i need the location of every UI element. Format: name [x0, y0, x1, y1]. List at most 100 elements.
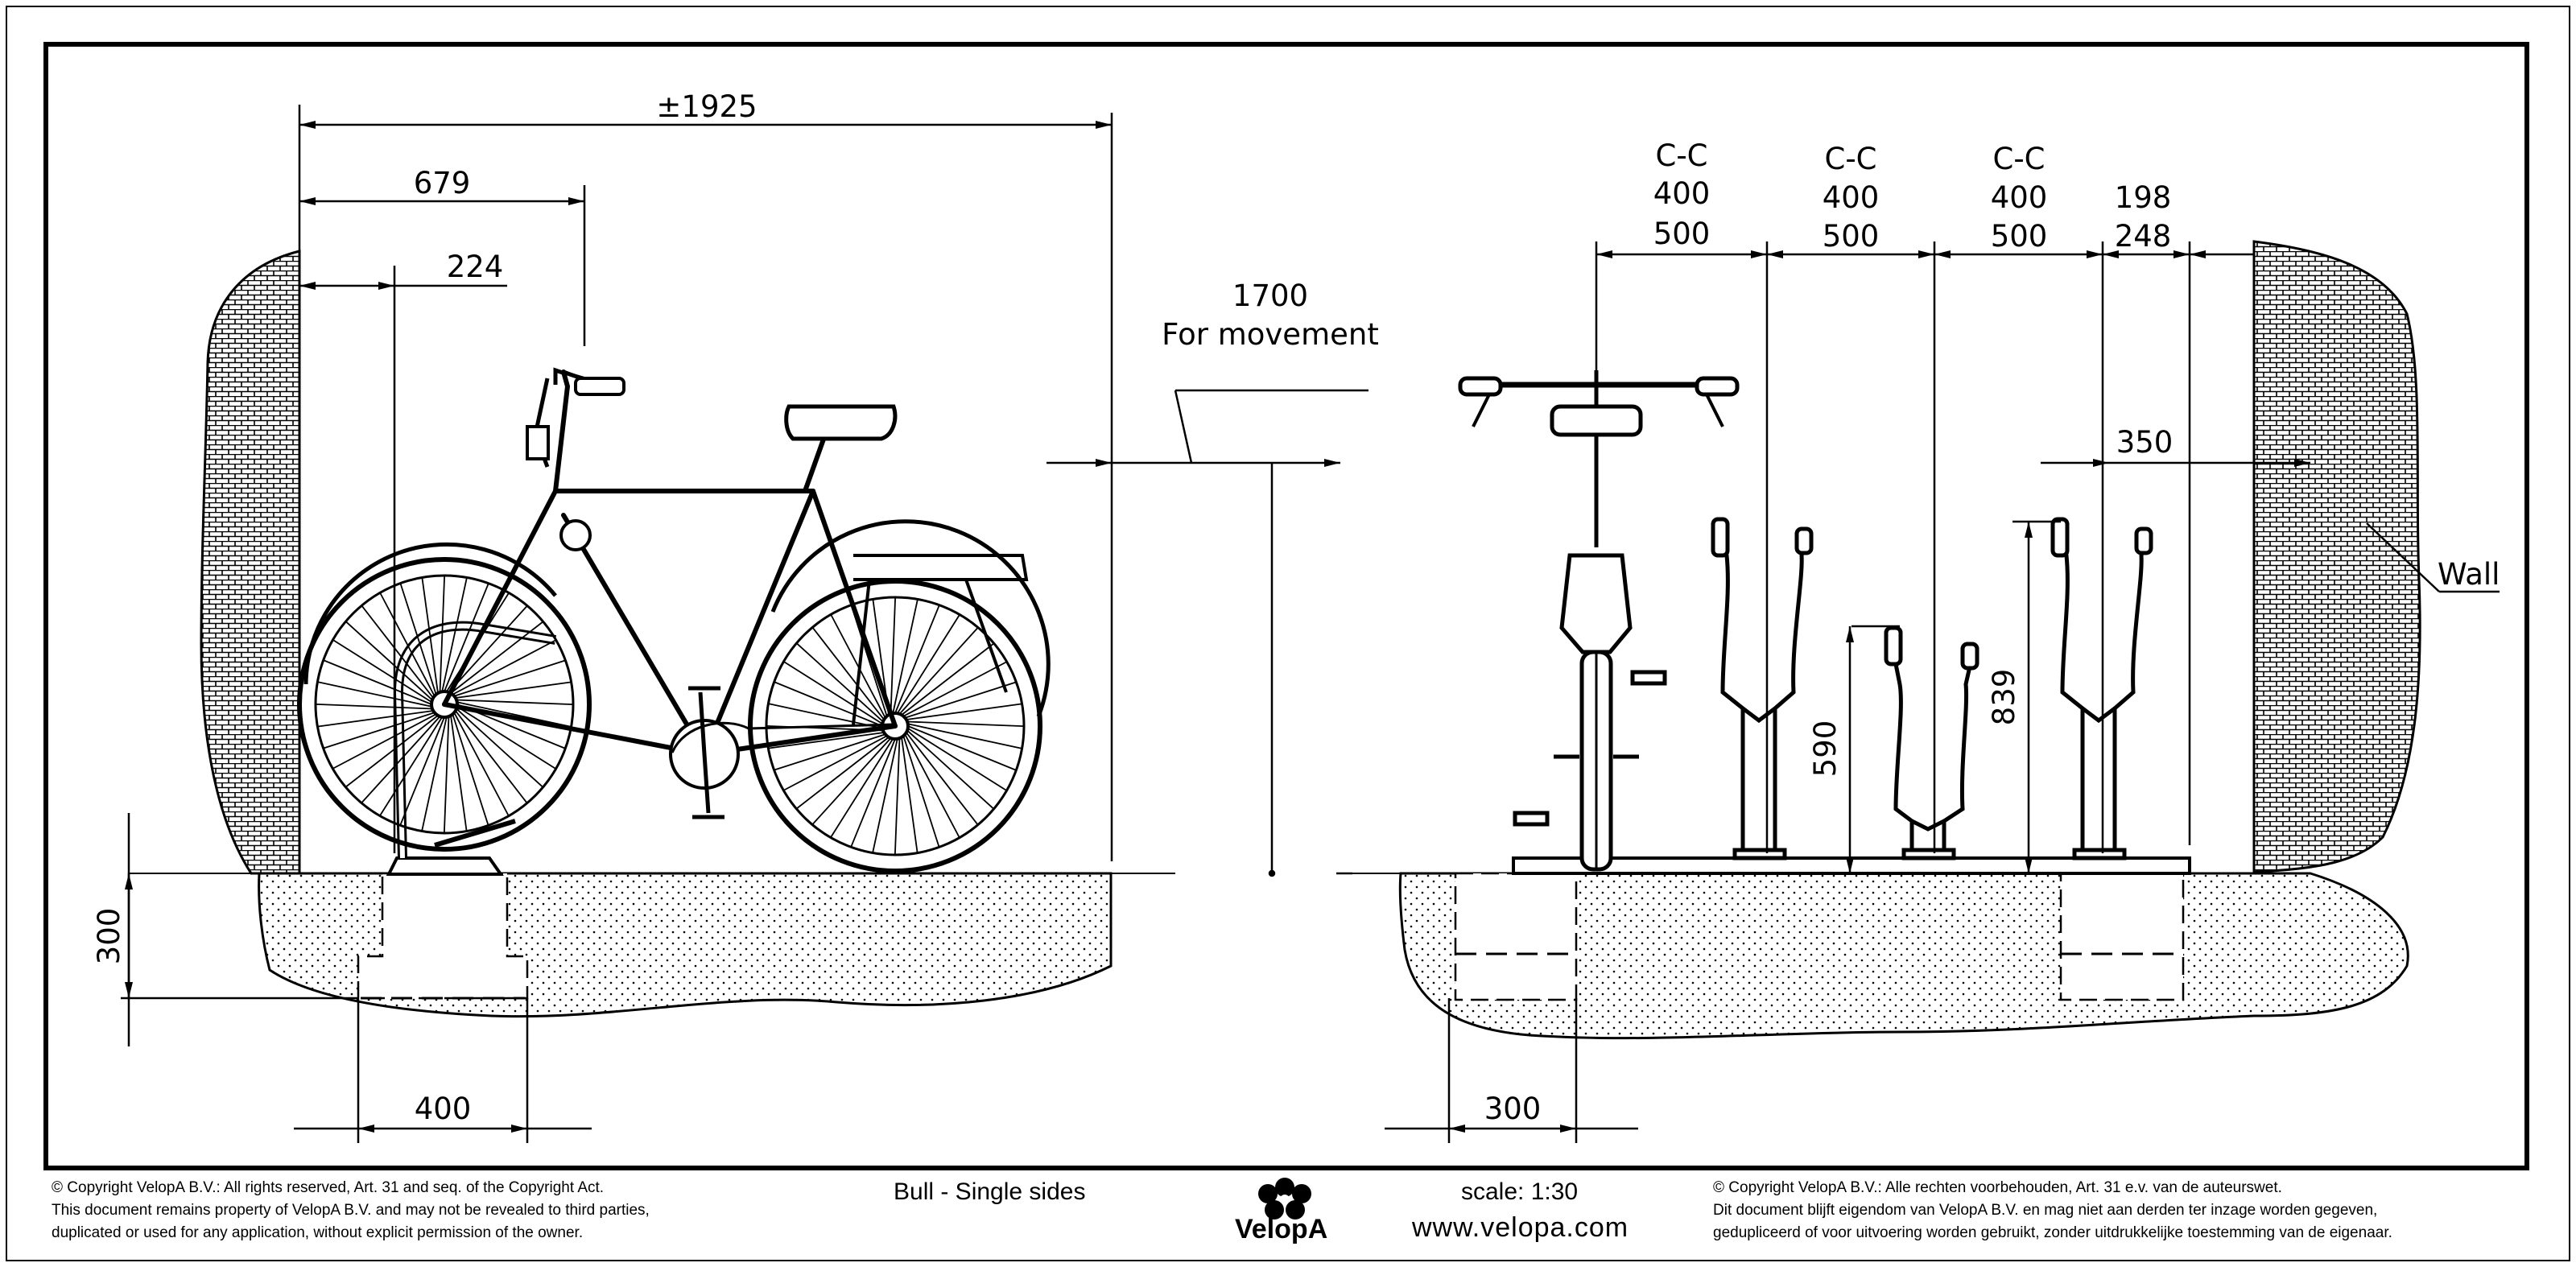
- wall-label: Wall: [2438, 557, 2500, 592]
- foundation-left: [357, 872, 529, 1000]
- wheel-spoke: [902, 735, 940, 848]
- wheel-spoke: [906, 732, 979, 826]
- dim-cc-label-3: C-C: [1992, 142, 2045, 176]
- wheel-spoke: [901, 737, 919, 853]
- wheel-spoke: [379, 716, 443, 816]
- dim-cc-min-2: 400: [1823, 180, 1880, 215]
- copyright-english: © Copyright VelopA B.V.: All rights rese…: [52, 1177, 824, 1244]
- wheel-spoke: [907, 720, 1025, 728]
- wheel-spoke: [890, 596, 897, 714]
- wheel-spoke: [317, 681, 432, 708]
- dim-cc-min-1: 400: [1653, 176, 1711, 211]
- wheel-spoke: [907, 728, 1007, 791]
- product-name: Bull - Single sides: [894, 1178, 1086, 1205]
- wheel-spoke: [452, 713, 489, 826]
- velopa-logo-mark: [1258, 1178, 1311, 1220]
- dim-movement-label: For movement: [1162, 317, 1379, 352]
- wheel-spoke: [315, 703, 432, 710]
- wheel-spoke: [439, 575, 446, 692]
- wheel-spoke: [421, 577, 439, 694]
- wheel-spoke: [456, 706, 556, 770]
- wheel-spoke: [892, 599, 919, 714]
- wheel-spoke: [455, 710, 528, 804]
- holder-high-2: [2050, 517, 2153, 860]
- wheel-spoke: [443, 716, 450, 834]
- wheel-spoke: [782, 735, 888, 791]
- copyright-en-line-3: duplicated or used for any application, …: [52, 1224, 584, 1241]
- wheel-spoke: [897, 614, 960, 714]
- wheel-spoke: [768, 732, 885, 749]
- wheel-spoke: [455, 681, 572, 699]
- wheel-spoke: [361, 605, 434, 699]
- dim-low-holder-height: 590: [1808, 720, 1843, 778]
- dim-wall-clearance: 350: [2116, 425, 2174, 460]
- dim-cc-max-1: 500: [1653, 217, 1711, 251]
- dim-overall-length: ±1925: [656, 89, 757, 124]
- rack-base-side: [386, 856, 504, 876]
- wheel-spoke: [450, 715, 468, 832]
- wheel-spoke: [901, 642, 995, 716]
- wall-right: [2252, 240, 2421, 873]
- foundation-right-2: [2059, 872, 2185, 1001]
- wall-left: [200, 250, 301, 875]
- wheel-spoke: [907, 725, 1017, 771]
- wheel-spoke: [906, 729, 995, 810]
- side-view: ±1925 679 224 1700 For movement 300 400: [92, 89, 1379, 1143]
- dim-lines-front: [1385, 241, 2500, 1143]
- front-fender: [770, 519, 1051, 717]
- wheel-spoke: [904, 681, 1017, 719]
- dim-wall-to-handlebar: 679: [414, 166, 471, 200]
- wheel-spoke: [345, 621, 433, 701]
- wheel-spoke: [830, 738, 894, 838]
- wheel-spoke: [811, 626, 885, 720]
- dim-foundation-width-front: 300: [1484, 1092, 1542, 1126]
- wheel-spoke: [902, 661, 1008, 717]
- dim-end-min: 198: [2115, 180, 2172, 215]
- dim-end-max: 248: [2115, 219, 2172, 254]
- wheel-spoke: [453, 659, 566, 697]
- wheel-spoke: [850, 738, 896, 848]
- holder-low: [1884, 625, 1979, 860]
- wheel-spoke: [448, 605, 528, 693]
- wheel-spoke: [345, 715, 439, 788]
- dim-cc-min-3: 400: [1991, 180, 2048, 215]
- saddle: [784, 404, 898, 441]
- rear-wheel: [297, 557, 592, 852]
- rack-clamp: [434, 819, 516, 848]
- frame-lock: [559, 519, 592, 551]
- wheel-spoke: [323, 659, 432, 705]
- wheel-spoke: [906, 703, 1022, 720]
- rack-base-rail: [1512, 856, 2191, 875]
- front-wheel: [748, 579, 1042, 873]
- wheel-spoke: [795, 642, 884, 723]
- wheel-spoke: [323, 712, 436, 749]
- dim-movement-value: 1700: [1232, 279, 1308, 313]
- drawing-scale: scale: 1:30: [1461, 1178, 1579, 1205]
- movement-dimension: [1268, 459, 1352, 877]
- copyright-nl-line-2: Dit document blijft eigendom van VelopA …: [1713, 1202, 2378, 1219]
- dim-foundation-width-side: 400: [415, 1092, 472, 1126]
- handle-grip: [574, 377, 625, 396]
- wheel-spoke: [399, 716, 445, 826]
- holder-high-1: [1711, 517, 1814, 860]
- wheel-spoke: [783, 661, 883, 724]
- wheel-spoke: [456, 699, 574, 706]
- dim-wall-to-rack: 224: [447, 250, 504, 284]
- wheel-spoke: [894, 605, 940, 714]
- wheel-spoke: [421, 716, 448, 832]
- crank: [688, 686, 724, 819]
- wheel-spoke: [774, 733, 886, 771]
- wheel-spoke: [872, 738, 898, 853]
- outer-border: [6, 6, 2570, 1261]
- copyright-nl-line-1: © Copyright VelopA B.V.: Alle rechten vo…: [1713, 1179, 2282, 1196]
- copyright-dutch: © Copyright VelopA B.V.: Alle rechten vo…: [1713, 1177, 2550, 1244]
- front-view: C-C 400 500 C-C 400 500 C-C 400 500 198 …: [1336, 138, 2500, 1143]
- dim-high-holder-height: 839: [1987, 669, 2021, 726]
- wheel-spoke: [907, 723, 1022, 749]
- copyright-en-line-2: This document remains property of VelopA…: [52, 1202, 650, 1219]
- wheel-spoke: [811, 737, 892, 826]
- wheel-spoke: [317, 710, 434, 728]
- wheel-spoke: [450, 621, 544, 694]
- dim-cc-max-2: 500: [1823, 219, 1880, 254]
